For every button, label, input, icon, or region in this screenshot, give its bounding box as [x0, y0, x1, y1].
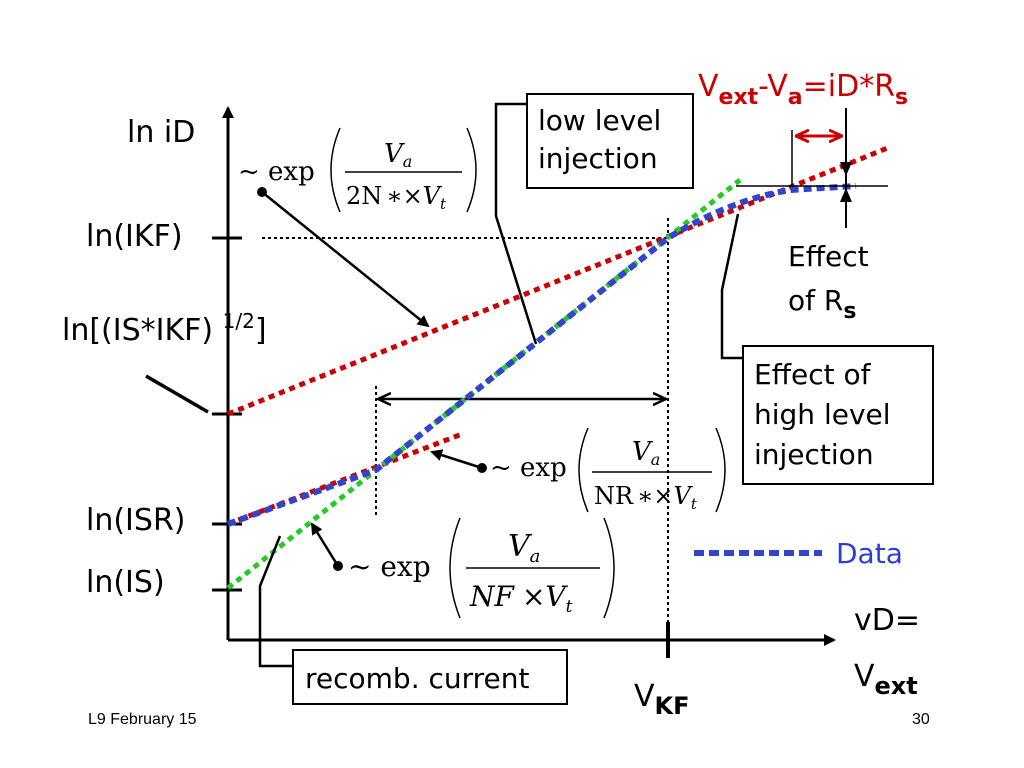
formula-2n-den: 2N∗×Vt	[346, 182, 447, 213]
formula-nf-num: Va	[508, 529, 540, 567]
recomb-pointer	[258, 535, 293, 668]
high-level-pointer	[720, 213, 743, 360]
low-level-line1: low level	[538, 104, 661, 137]
formula-2n-num: Va	[384, 139, 412, 171]
formula-2n-exp: ~ exp	[238, 157, 315, 187]
formula-nr-rparen	[715, 427, 726, 513]
recomb-label: recomb. current	[305, 662, 530, 695]
formula-2n: ~ exp Va 2N∗×Vt	[238, 127, 477, 328]
rs-down-arrowhead	[840, 162, 852, 176]
low-level-box	[526, 93, 694, 189]
axes	[212, 106, 836, 658]
vext-equation: Vext-Va=iD*Rs	[698, 69, 908, 110]
high-level-line2: high level	[754, 398, 891, 431]
y-label-isikf: ln[(IS*IKF) 1/2]	[62, 309, 267, 348]
formula-nr-den: NR∗×Vt	[594, 482, 698, 513]
legend-label: Data	[836, 537, 903, 570]
formula-nf-pointer	[310, 522, 340, 567]
y-axis-label: ln iD	[127, 115, 195, 150]
formula-nf-exp: ~ exp	[348, 550, 431, 583]
low-level-pointer	[494, 102, 538, 345]
isikf-pointer	[145, 374, 209, 414]
formula-nf: ~ exp Va NF×Vt	[310, 517, 615, 619]
data-blue-curve	[226, 183, 857, 527]
formula-nr-exp: ~ exp	[490, 453, 567, 483]
formula-nf-lparen	[449, 517, 461, 619]
y-label-ikf: ln(IKF)	[86, 219, 183, 254]
effect-rs-line2: of Rs	[788, 284, 856, 324]
rs-up-arrowhead	[840, 188, 852, 202]
x-label-vkf: VKF	[634, 679, 690, 720]
legend: Data	[694, 537, 903, 570]
y-label-is: ln(IS)	[86, 565, 165, 600]
formula-2n-rparen	[466, 127, 477, 213]
high-level-box	[742, 345, 934, 485]
formula-nf-rparen	[603, 517, 615, 619]
recomb-box	[292, 649, 568, 705]
formula-2n-pointer	[261, 191, 430, 328]
x-axis-label-line2: Vext	[854, 659, 918, 700]
effect-rs-line1: Effect	[788, 240, 869, 273]
formula-nf-den: NF×Vt	[469, 580, 573, 617]
x-axis-label-line1: vD=	[854, 603, 920, 638]
formula-nr-num: Va	[632, 437, 660, 469]
formula-2n-lparen	[330, 127, 341, 213]
formula-nr-pointer	[430, 449, 483, 470]
high-level-line3: injection	[754, 438, 874, 471]
low-level-line2: injection	[538, 142, 658, 175]
formula-nr: ~ exp Va NR∗×Vt	[430, 427, 726, 513]
high-level-line1: Effect of	[754, 358, 872, 391]
formula-nr-lparen	[578, 427, 589, 513]
recomb-red-line	[227, 431, 463, 527]
footer-page-number: 30	[912, 711, 930, 728]
footer-date: L9 February 15	[88, 711, 197, 728]
y-label-isr: ln(ISR)	[86, 503, 186, 538]
